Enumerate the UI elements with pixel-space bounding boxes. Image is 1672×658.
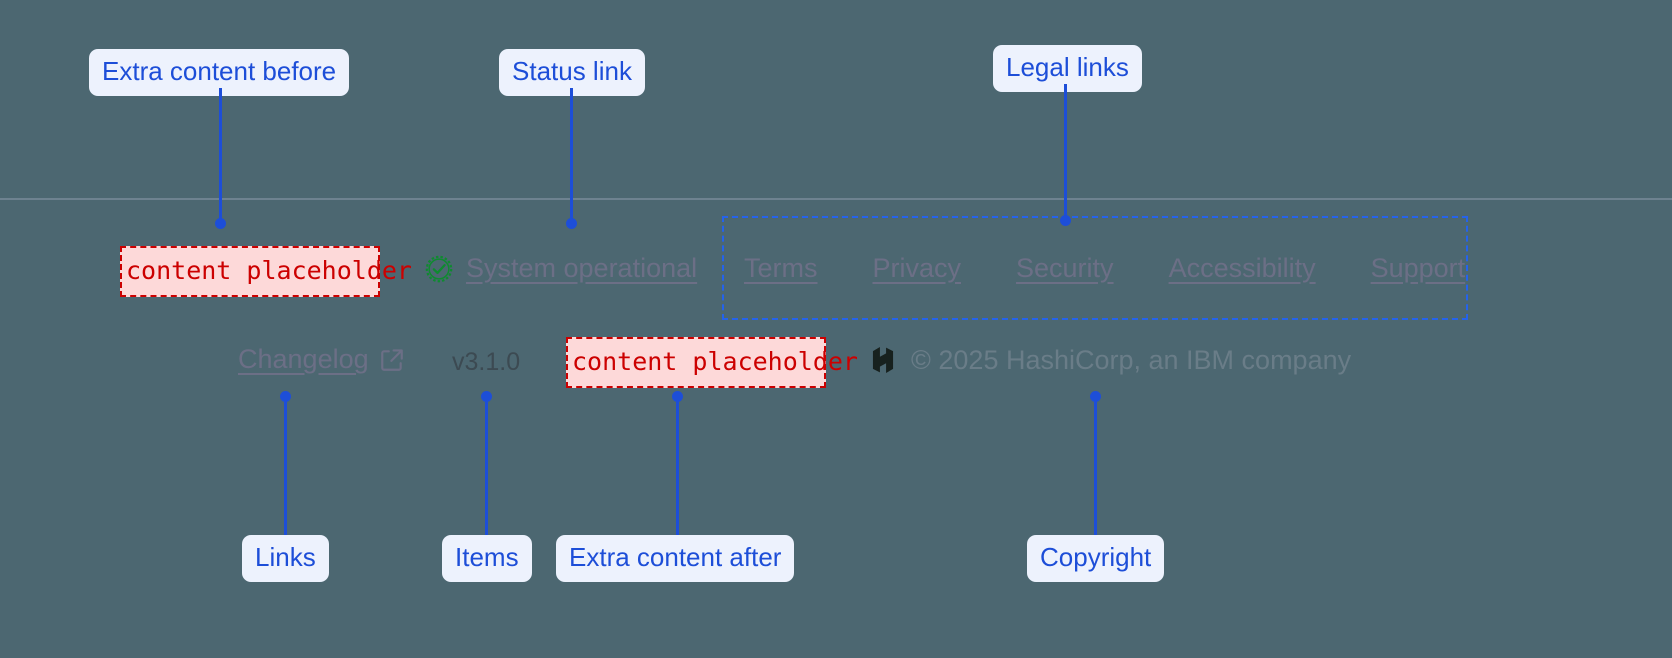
leader-dot-status: [566, 218, 577, 229]
leader-line-extra-after: [676, 396, 679, 535]
legal-link-privacy[interactable]: Privacy: [872, 252, 962, 283]
leader-dot-legal: [1060, 215, 1071, 226]
leader-line-copyright: [1094, 396, 1097, 535]
leader-line-items: [485, 396, 488, 535]
annotation-items: Items: [442, 535, 532, 582]
extra-content-before-placeholder: content placeholder: [120, 246, 412, 297]
leader-line-extra-before: [219, 88, 222, 224]
leader-dot-extra-before: [215, 218, 226, 229]
legal-link-accessibility[interactable]: Accessibility: [1168, 252, 1316, 283]
legal-links-list: Terms Privacy Security Accessibility Sup…: [724, 253, 1485, 284]
annotation-status-link: Status link: [499, 49, 645, 96]
legal-link-support[interactable]: Support: [1370, 252, 1466, 283]
version-label: v3.1.0: [452, 348, 521, 376]
annotation-links: Links: [242, 535, 329, 582]
status-link[interactable]: System operational: [424, 253, 697, 284]
legal-link-security[interactable]: Security: [1016, 252, 1114, 283]
annotation-legal-links: Legal links: [993, 45, 1142, 92]
legal-links-group: Terms Privacy Security Accessibility Sup…: [722, 216, 1468, 320]
annotation-copyright: Copyright: [1027, 535, 1165, 582]
leader-line-status: [570, 88, 573, 224]
changelog-link[interactable]: Changelog: [238, 344, 405, 375]
external-link-icon: [379, 347, 405, 373]
copyright: © 2025 HashiCorp, an IBM company: [869, 344, 1351, 376]
hashicorp-logo: [869, 344, 897, 376]
copyright-text: © 2025 HashiCorp, an IBM company: [911, 344, 1352, 375]
check-circle-icon: [424, 254, 454, 284]
legal-link-terms[interactable]: Terms: [744, 252, 818, 283]
changelog-label: Changelog: [238, 344, 369, 374]
extra-content-after-placeholder: content placeholder: [566, 337, 858, 388]
status-link-label: System operational: [466, 253, 698, 283]
leader-line-legal: [1064, 84, 1067, 221]
annotation-extra-content-after: Extra content after: [556, 535, 795, 582]
footer-band: [0, 198, 1672, 602]
leader-line-links: [284, 396, 287, 535]
